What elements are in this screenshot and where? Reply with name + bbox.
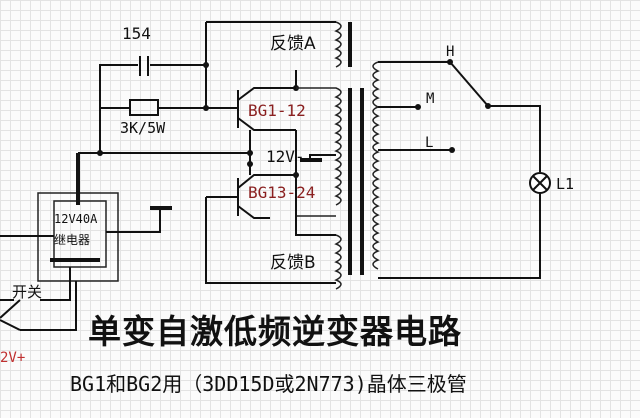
feedback-b-coil (334, 234, 342, 290)
switch-label: 开关 (12, 283, 42, 301)
transistor-bottom-label: BG13-24 (248, 183, 315, 202)
feedback-a-coil (334, 21, 342, 68)
capacitor-value-label: 154 (122, 24, 151, 43)
feedback-b-label: 反馈B (270, 253, 316, 273)
feedback-b-wire (205, 197, 336, 284)
diagram-title: 单变自激低频逆变器电路 (88, 312, 462, 351)
tap-h-label: H (446, 44, 454, 60)
lamp-feed-wire (488, 105, 541, 172)
transistor-top-label: BG1-12 (248, 101, 306, 120)
secondary-winding (372, 61, 380, 270)
capacitor-154 (99, 56, 206, 153)
primary-winding (296, 87, 342, 206)
feedback-b-top-wire (295, 216, 336, 236)
switch (0, 299, 21, 331)
relay-rating-label: 12V40A (54, 212, 98, 226)
resistor-3k (100, 22, 238, 116)
resistor-value-label: 3K/5W (120, 119, 166, 137)
tap-l-label: L (425, 135, 433, 151)
lamp-label: L1 (556, 175, 574, 193)
supply-plus-label: 2V+ (0, 350, 25, 366)
feedback-a-label: 反馈A (270, 34, 316, 54)
tap-m-label: M (426, 91, 434, 107)
secondary-return-wire (378, 193, 541, 279)
supply-voltage-label: 12V- (266, 147, 305, 166)
selector-switch-arm (449, 61, 489, 107)
lamp-l1 (529, 172, 551, 194)
diagram-subtitle: BG1和BG2用（3DD15D或2N773)晶体三极管 (70, 372, 467, 396)
transistor-bg1-12 (237, 70, 299, 131)
relay (0, 153, 172, 331)
relay-name-label: 继电器 (54, 233, 90, 247)
